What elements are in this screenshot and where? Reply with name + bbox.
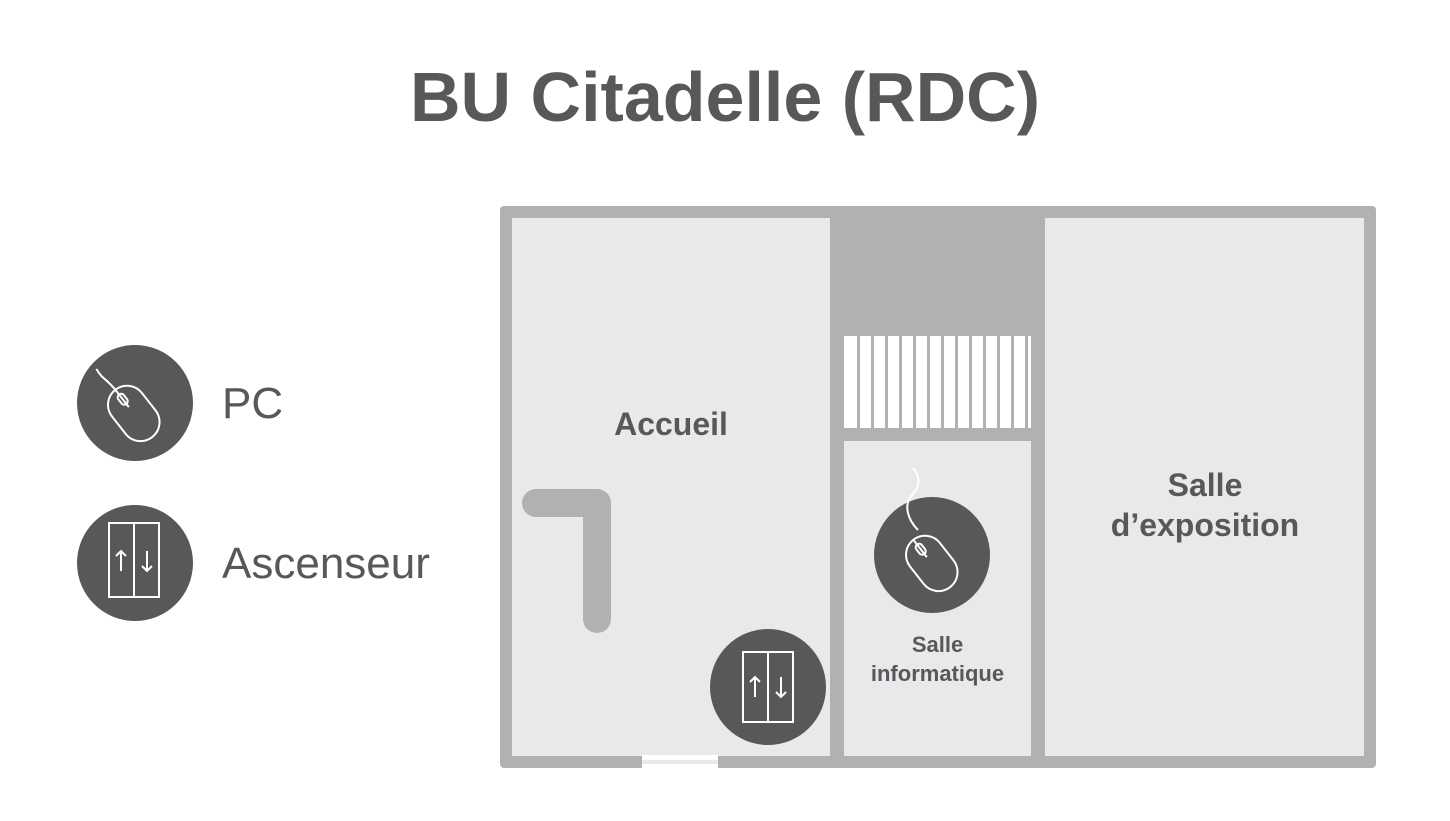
legend-pc-label: PC: [222, 379, 284, 428]
room-label-accueil: Accueil: [614, 406, 728, 442]
staircase: [844, 336, 1031, 428]
room-label-line: informatique: [870, 661, 1005, 686]
page-title: BU Citadelle (RDC): [409, 58, 1041, 136]
elevator-icon: [710, 629, 826, 745]
room-label-line: Salle: [1167, 467, 1243, 503]
room-label-salle-informatique: Salle informatique: [844, 630, 1031, 688]
room-label-line: Salle: [911, 632, 964, 657]
elevator-icon: [77, 505, 193, 621]
reception-desk: [522, 489, 611, 633]
legend-elevator-label: Ascenseur: [222, 539, 430, 588]
mouse-icon: [874, 467, 990, 613]
room-salle-exposition: [1045, 218, 1364, 756]
legend-elevator: Ascenseur: [77, 505, 430, 630]
room-label-line: d’exposition: [1110, 507, 1300, 543]
room-label-salle-exposition: Salle d’exposition: [1060, 465, 1350, 545]
mouse-icon: [77, 345, 193, 461]
legend-pc: PC: [77, 345, 283, 470]
